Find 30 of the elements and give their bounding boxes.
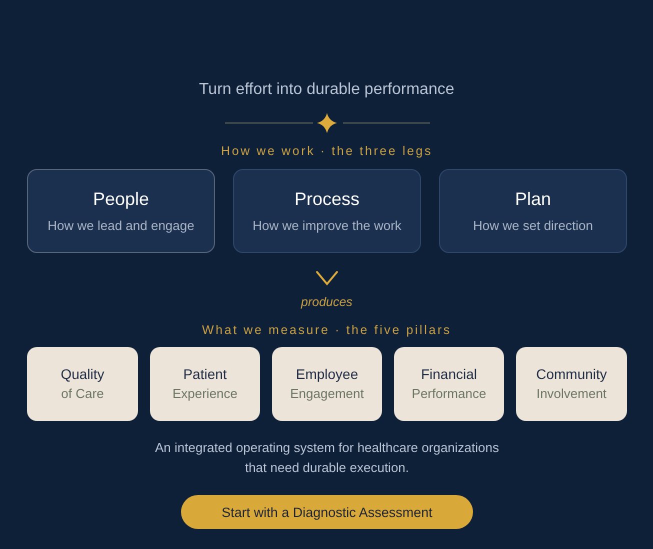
section-heading: How we work · the three legs [221,143,433,159]
pillar-title: Financial [420,366,478,383]
pillar-card [27,347,138,421]
pillar-title: Quality [60,366,104,383]
pillar-title: Patient [183,366,227,383]
card [233,169,421,253]
description-text: An integrated operating system for healthcare organizations that need durable execution. [154,439,500,477]
arrow-caption: produces [301,294,352,310]
card-subtitle: How we set direction [473,218,593,234]
pillar-subtitle: of Care [61,386,104,402]
card [439,169,627,253]
card-title: Plan [514,188,552,210]
cta-button: Start with a Diagnostic Assessment [181,495,473,529]
pillar-title: Employee [296,366,358,383]
card-title: People [92,188,150,210]
subtitle: Turn effort into durable performance [199,80,454,100]
card-title: Process [294,188,360,210]
pillar-card [516,347,627,421]
pillar-title: Community [536,366,607,383]
card-subtitle: How we improve the work [252,218,402,234]
card [27,169,215,253]
pillar-subtitle: Involvement [536,386,607,402]
pillar-subtitle: Performance [412,386,486,402]
pillar-subtitle: Experience [172,386,238,402]
pillar-card [150,347,260,421]
section-heading: What we measure · the five pillars [202,322,452,338]
pillar-card [394,347,504,421]
pillar-subtitle: Engagement [290,386,364,402]
pillar-card [272,347,382,421]
card-subtitle: How we lead and engage [48,218,194,234]
